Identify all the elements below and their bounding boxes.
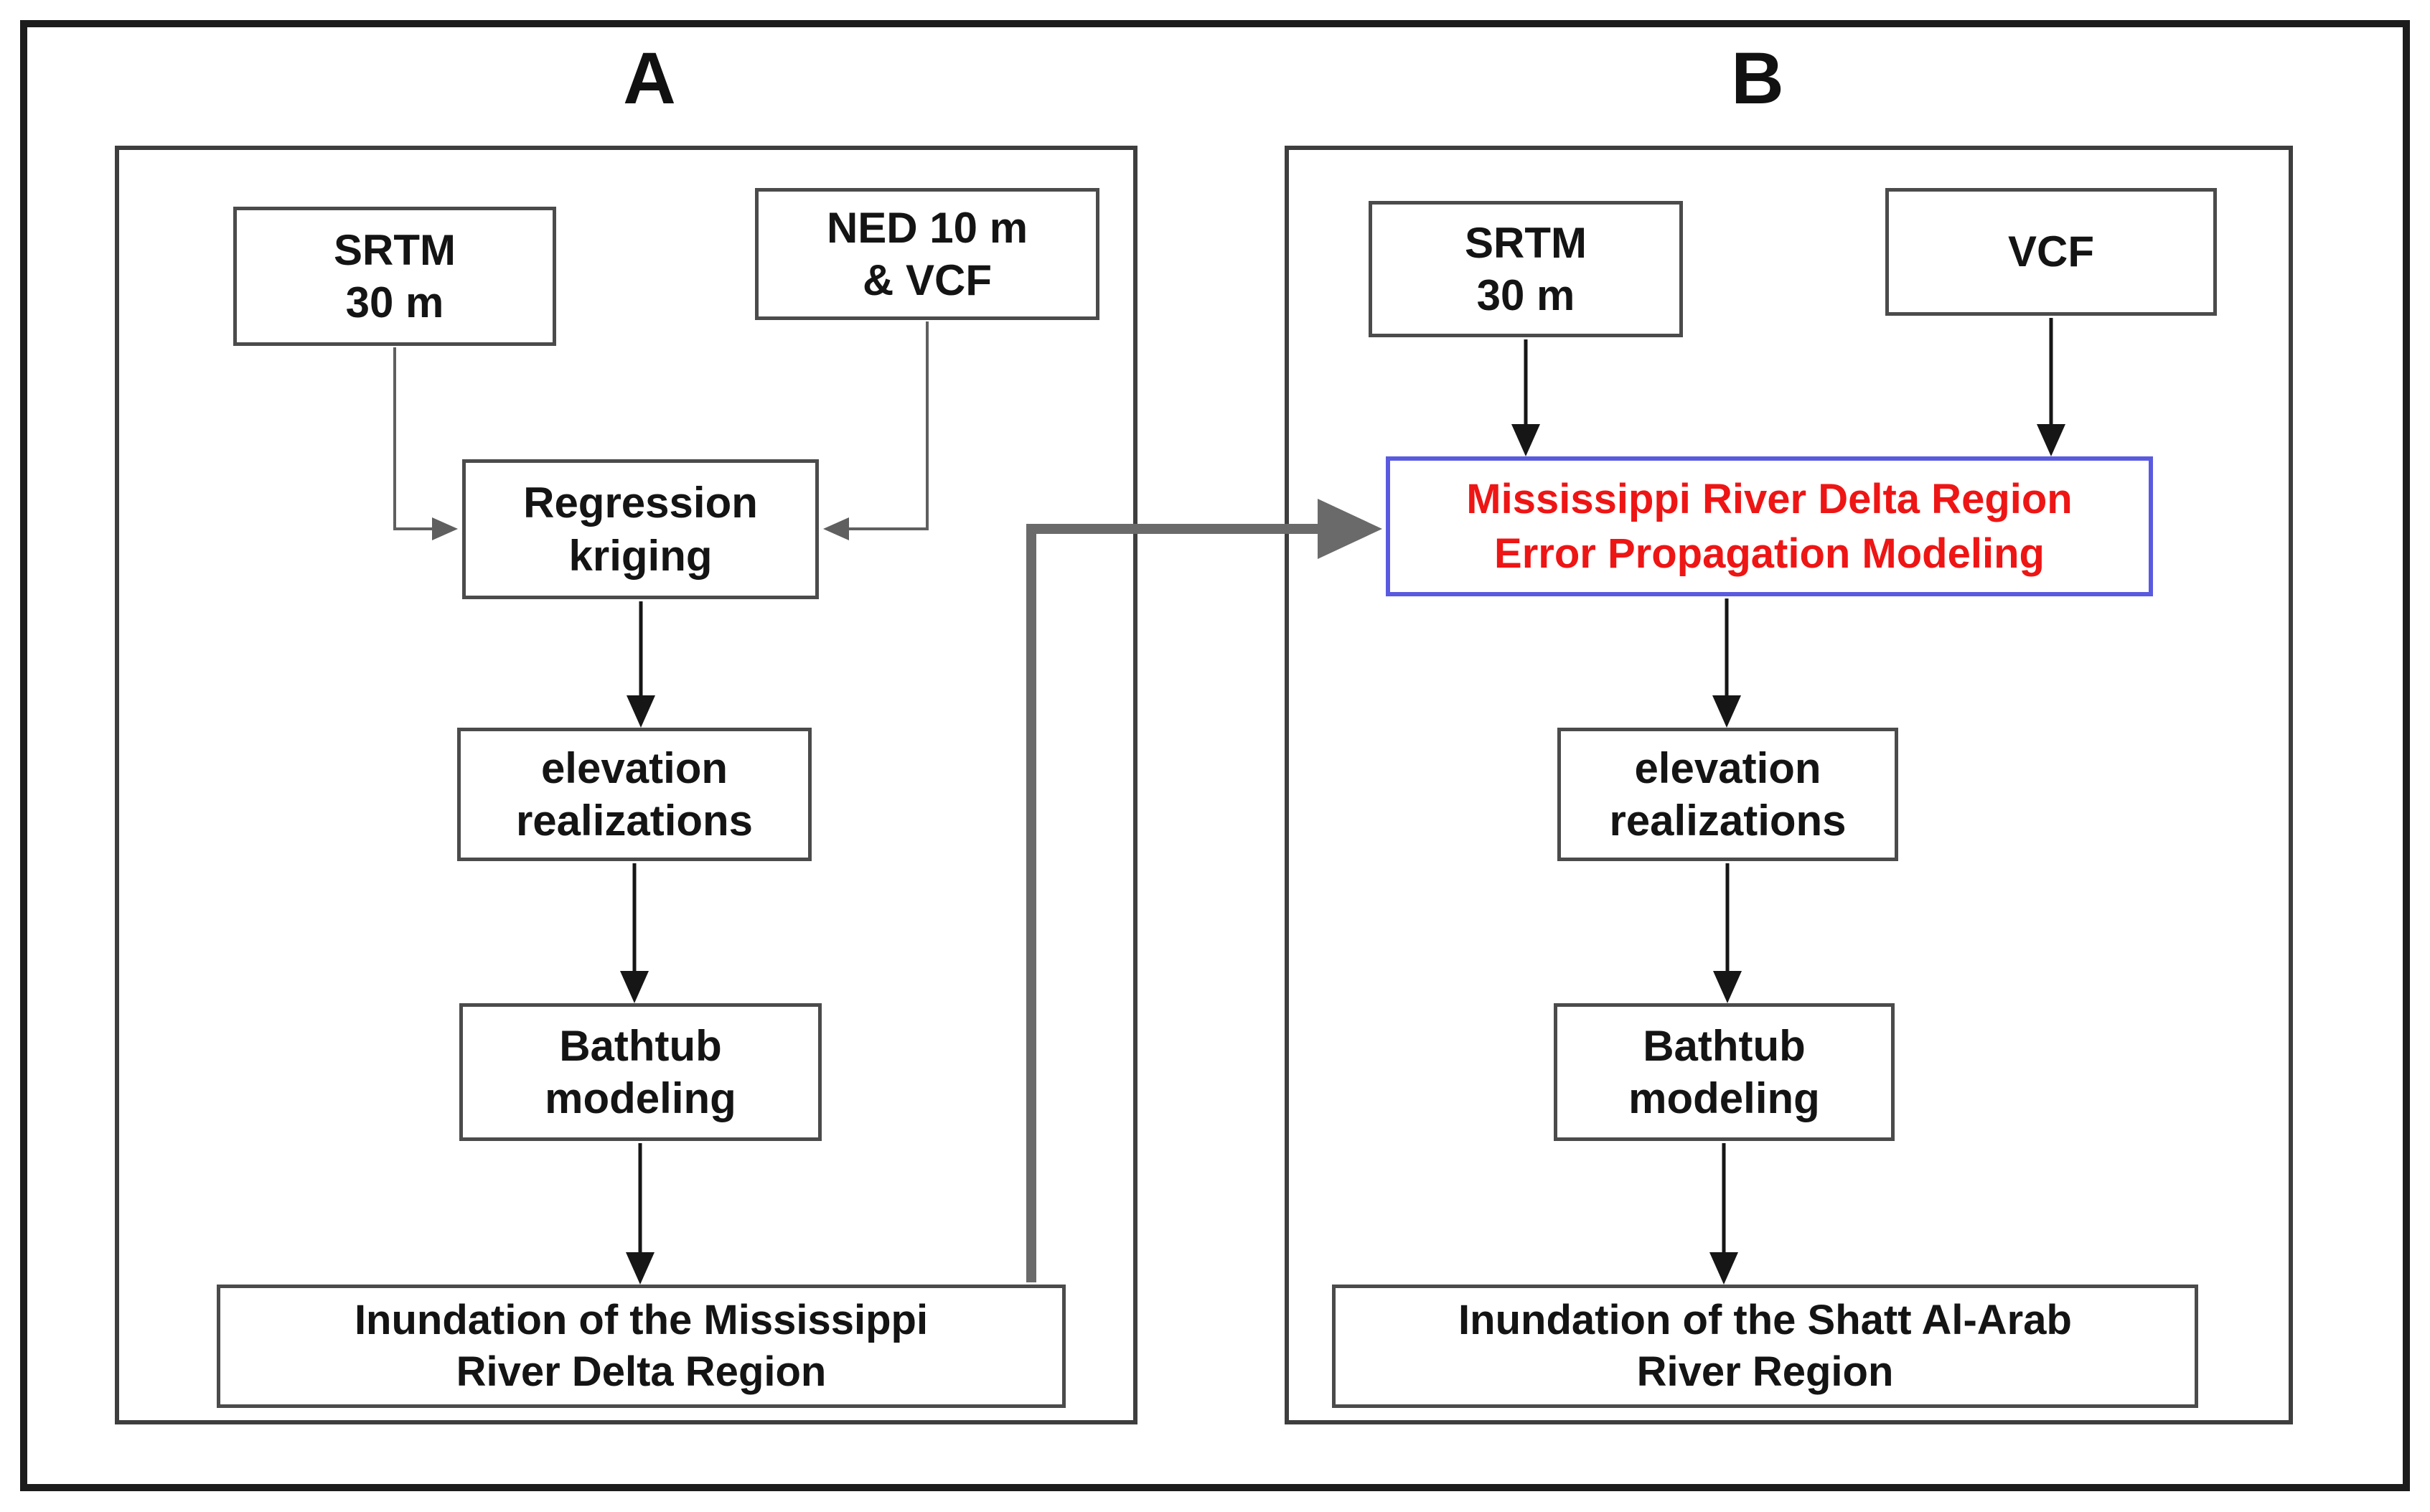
box-inundation-shatt-al-arab-line1: Inundation of the Shatt Al-Arab [1458,1296,2072,1343]
box-bathtub-modeling-b-line2: modeling [1628,1074,1820,1122]
box-regression-kriging-line2: kriging [568,531,713,580]
box-inundation-shatt-al-arab: Inundation of the Shatt Al-Arab River Re… [1332,1285,2198,1408]
box-elevation-realizations-a-line1: elevation [540,743,728,792]
box-srtm-30m-b-line1: SRTM [1465,218,1587,267]
box-bathtub-modeling-a-line2: modeling [545,1074,736,1122]
box-srtm-30m-a: SRTM 30 m [233,207,556,346]
panel-a-label: A [623,37,676,119]
box-vcf: VCF [1885,188,2217,316]
outer-border [20,20,2410,1491]
box-elevation-realizations-b: elevation realizations [1557,728,1898,861]
box-inundation-mississippi-line2: River Delta Region [456,1348,827,1395]
box-elevation-realizations-b-line1: elevation [1634,743,1821,792]
box-regression-kriging: Regression kriging [462,459,819,599]
box-inundation-mississippi-line1: Inundation of the Mississippi [354,1296,929,1343]
box-error-propagation-modeling: Mississippi River Delta Region Error Pro… [1386,456,2153,596]
box-srtm-30m-a-line1: SRTM [334,225,456,274]
panel-b-label: B [1731,37,1784,119]
box-elevation-realizations-a-line2: realizations [515,797,754,845]
box-srtm-30m-b-line2: 30 m [1476,271,1575,319]
box-srtm-30m-b: SRTM 30 m [1369,201,1683,337]
box-vcf-line1: VCF [2008,227,2094,276]
box-elevation-realizations-a: elevation realizations [457,728,812,861]
box-error-propagation-line1: Mississippi River Delta Region [1466,476,2073,523]
box-bathtub-modeling-a: Bathtub modeling [459,1003,822,1141]
box-inundation-mississippi: Inundation of the Mississippi River Delt… [217,1285,1066,1408]
box-ned10m-vcf: NED 10 m & VCF [755,188,1099,320]
box-bathtub-modeling-b-line1: Bathtub [1643,1021,1806,1070]
box-bathtub-modeling-a-line1: Bathtub [559,1021,722,1070]
box-regression-kriging-line1: Regression [523,479,758,527]
box-ned10m-vcf-line1: NED 10 m [826,203,1028,252]
box-inundation-shatt-al-arab-line2: River Region [1636,1348,1894,1395]
box-ned10m-vcf-line2: & VCF [863,256,992,304]
box-bathtub-modeling-b: Bathtub modeling [1554,1003,1895,1141]
box-elevation-realizations-b-line2: realizations [1609,797,1847,845]
box-srtm-30m-a-line2: 30 m [345,278,444,327]
box-error-propagation-line2: Error Propagation Modeling [1494,530,2045,577]
